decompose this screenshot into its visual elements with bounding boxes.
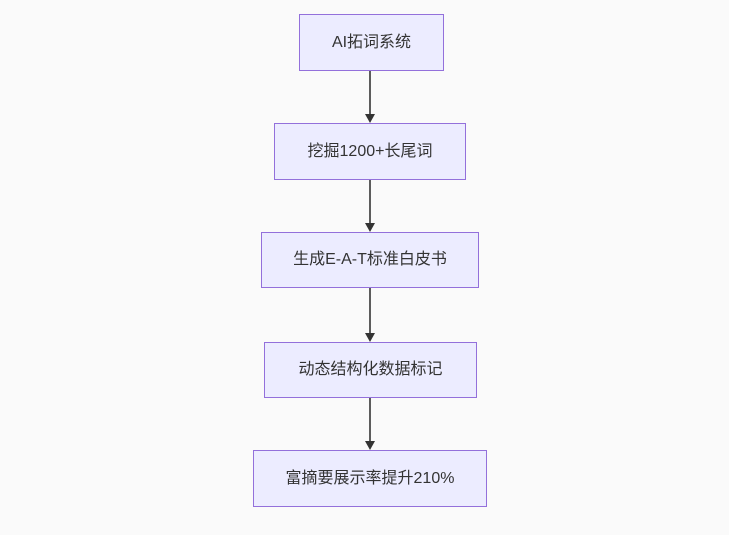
flowchart-node-rich-snippet-result: 富摘要展示率提升210% — [253, 450, 487, 507]
arrow-line — [369, 398, 371, 442]
node-label: 挖掘1200+长尾词 — [307, 142, 433, 160]
flow-arrow-1 — [365, 71, 375, 123]
arrowhead-down-icon — [365, 333, 375, 342]
flow-arrow-4 — [365, 398, 375, 450]
arrow-line — [369, 180, 371, 224]
node-label: 富摘要展示率提升210% — [285, 469, 455, 487]
node-label: 生成E-A-T标准白皮书 — [293, 251, 447, 269]
flowchart-node-longtail-mining: 挖掘1200+长尾词 — [274, 123, 466, 180]
node-label: AI拓词系统 — [331, 33, 412, 51]
node-label: 动态结构化数据标记 — [298, 361, 443, 379]
arrow-line — [369, 71, 371, 115]
arrowhead-down-icon — [365, 441, 375, 450]
arrow-line — [369, 288, 371, 334]
flow-arrow-3 — [365, 288, 375, 342]
flowchart-node-structured-data-markup: 动态结构化数据标记 — [264, 342, 477, 398]
flowchart-node-ai-keyword-system: AI拓词系统 — [299, 14, 444, 71]
arrowhead-down-icon — [365, 114, 375, 123]
arrowhead-down-icon — [365, 223, 375, 232]
flow-arrow-2 — [365, 180, 375, 232]
flowchart-node-eat-whitepaper: 生成E-A-T标准白皮书 — [261, 232, 479, 288]
